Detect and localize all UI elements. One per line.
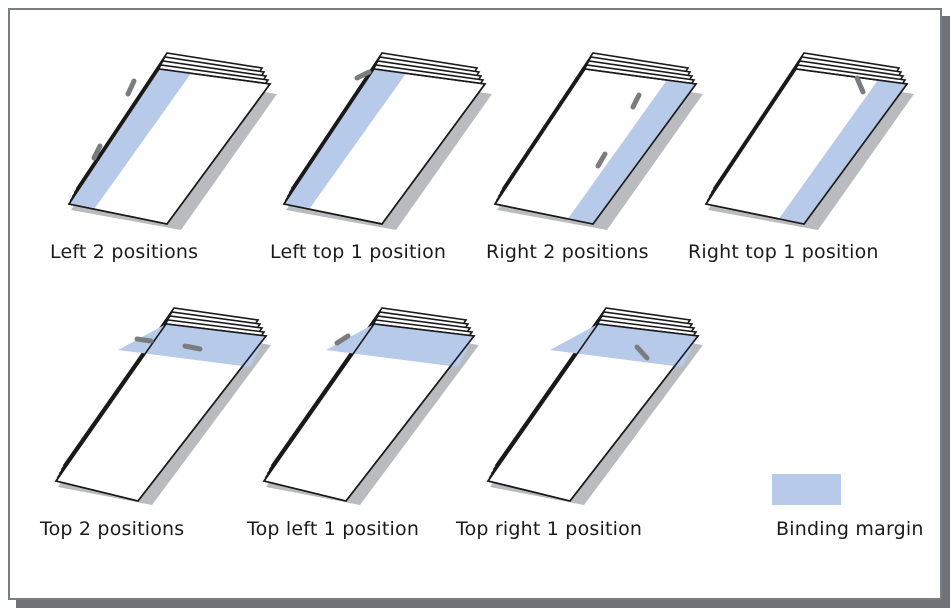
booklet-left-top-1-position (284, 53, 492, 230)
staple (128, 81, 134, 94)
booklet-left-2-positions (69, 53, 277, 230)
booklet-top-right-1-position (488, 308, 703, 505)
caption-top-2-positions: Top 2 positions (40, 518, 184, 540)
caption-left-top-1-position: Left top 1 position (270, 241, 446, 263)
legend-label: Binding margin (776, 518, 924, 540)
staple (137, 339, 151, 341)
booklet-top-2-positions (56, 308, 271, 505)
booklet-right-2-positions (495, 53, 703, 230)
binding-margin-swatch (772, 474, 841, 505)
caption-right-2-positions: Right 2 positions (486, 241, 649, 263)
staple (185, 346, 200, 349)
caption-left-2-positions: Left 2 positions (50, 241, 198, 263)
booklet-right-top-1-position (706, 53, 914, 230)
caption-top-left-1-position: Top left 1 position (247, 518, 419, 540)
caption-right-top-1-position: Right top 1 position (688, 241, 879, 263)
caption-top-right-1-position: Top right 1 position (456, 518, 642, 540)
booklet-top-left-1-position (264, 308, 479, 505)
